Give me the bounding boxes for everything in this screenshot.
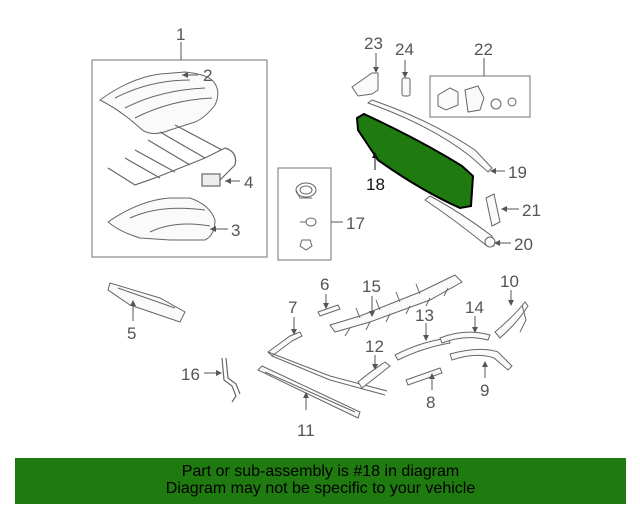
- part-9: [449, 348, 513, 371]
- roof-frame: [107, 124, 237, 187]
- callout-17: 17: [346, 214, 365, 233]
- callout-22: 22: [474, 40, 493, 59]
- part-21: [485, 193, 501, 227]
- callout-15: 15: [362, 277, 381, 296]
- part-24: [401, 77, 411, 97]
- callout-3: 3: [231, 221, 240, 240]
- callout-16: 16: [181, 365, 200, 384]
- part-17-group: 17: [277, 167, 365, 261]
- callout-8: 8: [426, 393, 435, 412]
- callout-18: 18: [366, 175, 385, 194]
- banner-line-1: Part or sub-assembly is #18 in diagram: [181, 463, 460, 480]
- callout-4: 4: [244, 173, 253, 192]
- part-8: [405, 367, 443, 386]
- info-banner: Part or sub-assembly is #18 in diagram D…: [15, 458, 626, 504]
- part-10: [494, 301, 529, 339]
- callout-19: 19: [508, 163, 527, 182]
- roof-panel-top: [99, 71, 219, 134]
- callout-20: 20: [514, 235, 533, 254]
- part-13: [394, 337, 451, 361]
- callout-7: 7: [288, 298, 297, 317]
- part-16: [221, 357, 241, 403]
- callout-6: 6: [320, 275, 329, 294]
- callout-2: 2: [203, 66, 212, 85]
- part-20: [424, 195, 496, 248]
- part-14: [439, 331, 491, 344]
- part-22-group: 22: [429, 40, 531, 118]
- part-15: [329, 274, 463, 337]
- callout-14: 14: [465, 298, 484, 317]
- banner-line-2: Diagram may not be specific to your vehi…: [165, 480, 476, 497]
- callout-5: 5: [127, 324, 136, 343]
- callout-23: 23: [364, 34, 383, 53]
- part-11: [257, 365, 361, 419]
- callout-1: 1: [176, 25, 185, 44]
- callout-10: 10: [500, 272, 519, 291]
- headliner-panel: [107, 197, 216, 241]
- part-1-group: 1 2 4 3: [91, 25, 268, 258]
- part-5: [107, 282, 186, 323]
- callout-24: 24: [395, 40, 414, 59]
- part-7: [267, 331, 388, 396]
- part-6: [317, 304, 341, 317]
- part-12: [357, 361, 391, 389]
- callout-11: 11: [297, 421, 315, 440]
- callout-13: 13: [415, 306, 434, 325]
- callout-9: 9: [480, 381, 489, 400]
- callout-12: 12: [365, 337, 384, 356]
- part-23: [351, 72, 379, 97]
- part-19: [366, 99, 493, 173]
- part-18-rear-window: [355, 112, 475, 210]
- callout-21: 21: [522, 201, 541, 220]
